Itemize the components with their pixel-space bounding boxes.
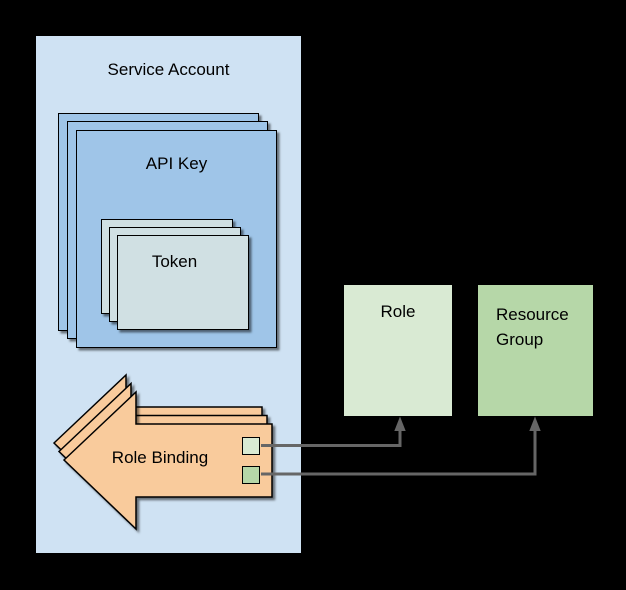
token-label: Token [151,252,198,271]
role-binding-label: Role Binding [111,448,209,467]
connector-role-arrowhead-up [394,416,406,431]
resource-group-box [478,285,593,416]
service-account-label: Service Account [107,60,230,79]
role-box [344,285,452,416]
role-port-square [242,437,260,455]
resource-group-port-square [242,466,260,484]
connector-role-binding-to-resource-group [261,430,537,476]
connector-resource-group-arrowhead-up [529,416,541,431]
resource-group-label: Resource Group [496,305,569,349]
api-key-label: API Key [145,154,208,173]
role-label: Role [380,302,416,321]
token-card-front [117,235,249,330]
